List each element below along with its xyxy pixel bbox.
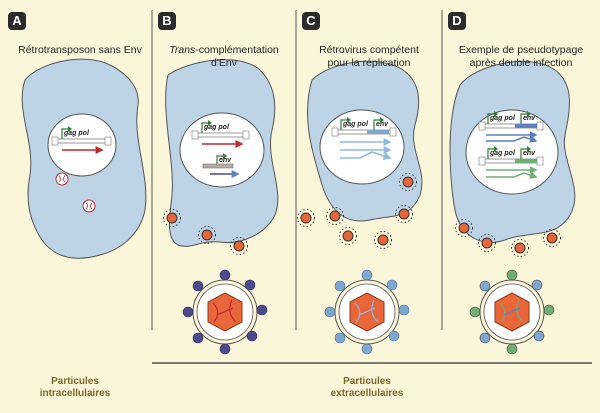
- label-intracellular-line2: intracellulaires: [39, 388, 111, 399]
- intracellular-particle: [55, 172, 69, 186]
- label-extracellular-line1: Particules: [343, 376, 391, 387]
- large-virion-b: [182, 269, 268, 355]
- panel-c-virions: [297, 173, 417, 249]
- gene-label-gag-pol: gag pol: [342, 121, 369, 128]
- small-virion: [455, 219, 473, 237]
- small-virion: [297, 209, 315, 227]
- gene-label-gag-pol: gag pol: [489, 150, 516, 157]
- label-intracellular: Particules intracellulaires: [20, 376, 130, 400]
- gene-label-env: env: [376, 121, 389, 128]
- panel-title-c: Rétrovirus compétent pour la réplication: [300, 44, 438, 70]
- panel-title-b-line2: d'Env: [211, 57, 237, 69]
- small-virion: [339, 227, 357, 245]
- panel-title-d: Exemple de pseudotypage après double inf…: [446, 44, 596, 70]
- label-intracellular-line1: Particules: [51, 376, 99, 387]
- panel-title-b-italic: Trans: [169, 44, 196, 56]
- small-virion: [478, 234, 496, 252]
- panel-title-c-line1: Rétrovirus compétent: [319, 44, 419, 56]
- panel-b-virions: [163, 209, 248, 255]
- panel-title-b-rest: -complémentation: [195, 44, 279, 56]
- small-virion: [326, 207, 344, 225]
- gene-label-env: env: [523, 150, 536, 157]
- gene-label-gag-pol: gag pol: [489, 115, 516, 122]
- panel-a-cell: gag pol: [21, 58, 147, 259]
- panel-b-cell: gag pol env: [165, 59, 279, 247]
- panel-d-cell: gag pol env gag pol env: [449, 61, 576, 243]
- label-extracellular: Particules extracellulaires: [312, 376, 422, 400]
- gene-label-env: env: [219, 157, 232, 164]
- panel-d-virions: [455, 219, 561, 257]
- label-extracellular-line2: extracellulaires: [330, 388, 404, 399]
- panel-letter-a: A: [8, 12, 26, 30]
- small-virion: [543, 229, 561, 247]
- small-virion: [399, 173, 417, 191]
- panel-title-a: Rétrotransposon sans Env: [18, 44, 142, 56]
- small-virion: [374, 231, 392, 249]
- large-virion-c: [324, 269, 410, 355]
- small-virion: [198, 226, 216, 244]
- panel-letter-d: D: [448, 12, 466, 30]
- gene-label-env: env: [523, 115, 536, 122]
- small-virion: [511, 239, 529, 257]
- small-virion: [163, 209, 181, 227]
- panel-title-d-line1: Exemple de pseudotypage: [458, 44, 584, 56]
- panel-title-c-line2: pour la réplication: [327, 57, 411, 69]
- small-virion: [395, 205, 413, 223]
- small-virion: [230, 237, 248, 255]
- panel-c-cell: gag pol env: [306, 60, 423, 222]
- panel-letter-b: B: [158, 12, 176, 30]
- intracellular-particle: [82, 199, 96, 213]
- large-virion-d: [469, 269, 555, 355]
- gene-label-gag-pol: gag pol: [63, 130, 90, 137]
- panel-title-b: Trans-complémentation d'Env: [156, 44, 292, 70]
- gene-label-gag-pol: gag pol: [203, 124, 230, 131]
- panel-title-d-line2: après double infection: [469, 57, 573, 69]
- panel-letter-c: C: [302, 12, 320, 30]
